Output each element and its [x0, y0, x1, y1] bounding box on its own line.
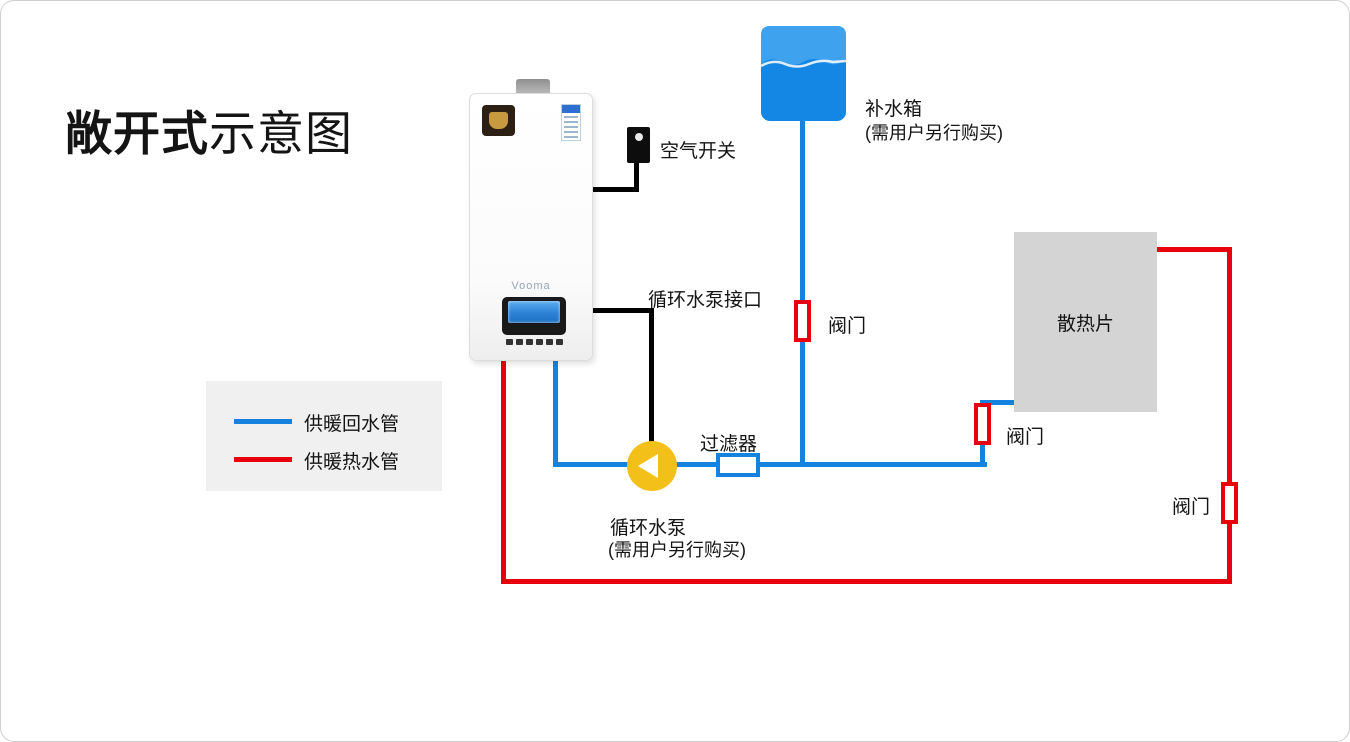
return-valve-label: 阀门: [1172, 497, 1211, 518]
pump-port-label: 循环水泵接口: [648, 290, 763, 311]
legend-hot-line-sample: [234, 457, 292, 462]
panel-button: [545, 339, 553, 345]
brand-crest-icon: [489, 112, 508, 129]
radiator-valve-icon: [974, 403, 991, 445]
wire-pump-horizontal: [591, 308, 653, 313]
air-switch-label: 空气开关: [660, 141, 737, 162]
pipe-hot-right: [1227, 247, 1232, 584]
water-tank-label: 补水箱: [865, 99, 923, 120]
lcd-screen: [508, 301, 560, 323]
water-tank-graphic: [760, 26, 847, 121]
return-valve-icon: [1221, 482, 1238, 524]
title-bold: 敞开式: [65, 107, 209, 160]
energy-label-sticker: [561, 104, 581, 141]
radiator-valve-label: 阀门: [1006, 427, 1045, 448]
radiator-box: 散热片: [1014, 232, 1157, 412]
panel-button: [515, 339, 523, 345]
air-switch-dial-icon: [634, 133, 643, 141]
air-switch-icon: [627, 127, 650, 163]
legend-return-label: 供暖回水管: [304, 414, 400, 435]
title-regular: 示意图: [209, 107, 353, 160]
panel-button-row: [502, 339, 566, 345]
legend-return-line-sample: [234, 419, 292, 424]
wire-pump-vertical: [649, 308, 654, 446]
panel-button: [505, 339, 513, 345]
legend-box: 供暖回水管 供暖热水管: [206, 381, 442, 491]
wire-breaker-horizontal: [591, 187, 639, 192]
circulation-pump-icon: [627, 441, 677, 491]
pipe-hot-bottom: [501, 579, 1232, 584]
energy-label-header: [562, 105, 580, 113]
pipe-radiator-inlet: [980, 400, 1018, 405]
tank-valve-label: 阀门: [828, 316, 867, 337]
boiler-unit: Vooma: [469, 93, 593, 361]
legend-hot-label: 供暖热水管: [304, 452, 400, 473]
tank-valve-icon: [794, 300, 811, 342]
filter-label: 过滤器: [700, 434, 758, 455]
energy-label-lines: [564, 116, 578, 138]
water-tank-note: (需用户另行购买): [865, 123, 1003, 143]
boiler-flue: [516, 79, 550, 96]
filter-icon: [716, 453, 760, 477]
brand-logo-icon: [482, 105, 515, 136]
pipe-boiler-return-drop: [553, 359, 558, 467]
pipe-hot-left: [501, 359, 506, 584]
panel-button: [525, 339, 533, 345]
pump-label: 循环水泵: [610, 518, 687, 539]
panel-button: [535, 339, 543, 345]
wire-breaker-vertical: [634, 161, 639, 192]
radiator-label: 散热片: [1056, 313, 1114, 335]
water-tank-icon: [760, 26, 847, 126]
control-panel: [502, 297, 566, 335]
pump-note: (需用户另行购买): [608, 540, 746, 560]
page-title: 敞开式示意图: [65, 95, 353, 164]
panel-button: [555, 339, 563, 345]
pipe-return-main: [553, 462, 987, 467]
pipe-hot-top: [1155, 247, 1232, 252]
pump-triangle-icon: [638, 454, 658, 478]
boiler-brand-text: Vooma: [511, 280, 551, 292]
pipe-tank-down: [800, 119, 805, 467]
